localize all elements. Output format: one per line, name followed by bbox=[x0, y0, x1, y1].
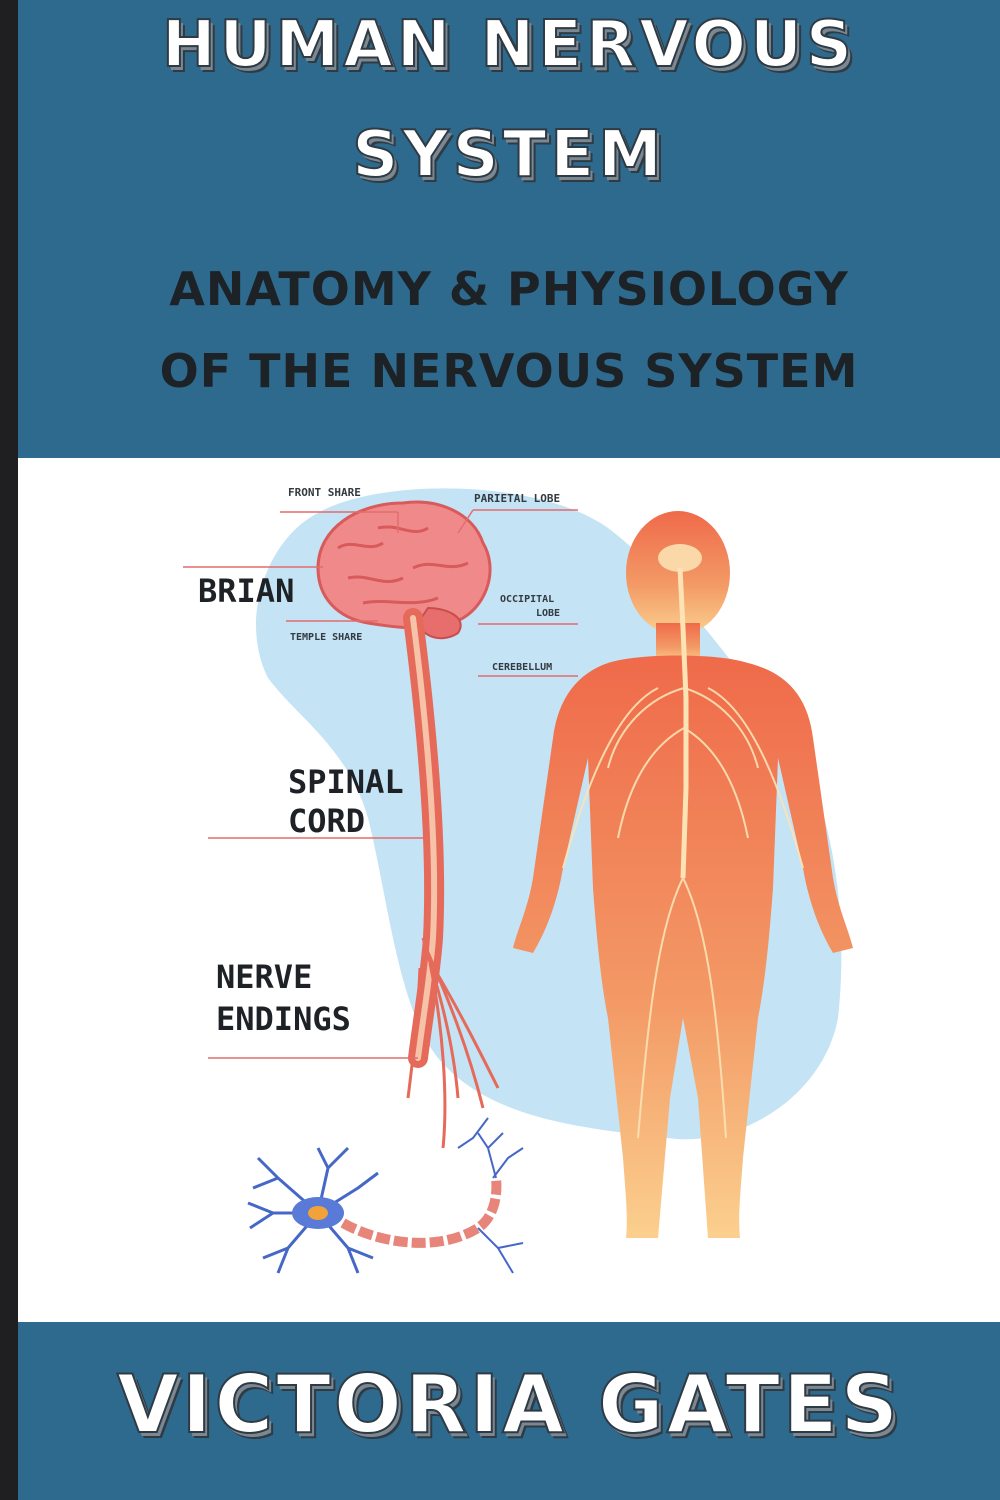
label-spinal-1: SPINAL bbox=[288, 763, 404, 801]
label-cerebellum: CEREBELLUM bbox=[492, 662, 552, 673]
label-temple-share: TEMPLE SHARE bbox=[290, 632, 362, 643]
nervous-system-illustration: FRONT SHARE PARIETAL LOBE BRIAN OCCIPITA… bbox=[18, 458, 1000, 1322]
neuron-illustration bbox=[247, 1117, 524, 1274]
book-subtitle-line-1: ANATOMY & PHYSIOLOGY bbox=[169, 262, 849, 316]
author-name: VICTORIA GATES bbox=[116, 1357, 902, 1452]
label-occipital-lobe-1: OCCIPITAL bbox=[500, 594, 554, 605]
book-subtitle-line-2: OF THE NERVOUS SYSTEM bbox=[159, 344, 859, 398]
brain-illustration bbox=[316, 500, 492, 640]
nerve-endings bbox=[406, 937, 500, 1149]
label-parietal-lobe: PARIETAL LOBE bbox=[474, 492, 560, 505]
label-brian: BRIAN bbox=[198, 572, 294, 610]
label-spinal-2: CORD bbox=[288, 802, 365, 840]
spinal-cord-core bbox=[410, 615, 438, 1061]
book-title-line-2: SYSTEM bbox=[351, 117, 666, 193]
label-leader-lines bbox=[183, 509, 578, 1059]
label-nerve-1: NERVE bbox=[216, 958, 312, 996]
title-band bbox=[18, 0, 1000, 455]
book-title-line-1: HUMAN NERVOUS bbox=[161, 7, 857, 83]
label-front-share: FRONT SHARE bbox=[288, 486, 361, 499]
illustration-svg: FRONT SHARE PARIETAL LOBE BRIAN OCCIPITA… bbox=[183, 486, 853, 1274]
label-nerve-2: ENDINGS bbox=[216, 1000, 351, 1038]
label-occipital-lobe-2: LOBE bbox=[536, 608, 560, 619]
human-body-figure bbox=[513, 511, 853, 1238]
book-spine-edge bbox=[0, 0, 18, 1500]
author-band bbox=[18, 1322, 1000, 1500]
